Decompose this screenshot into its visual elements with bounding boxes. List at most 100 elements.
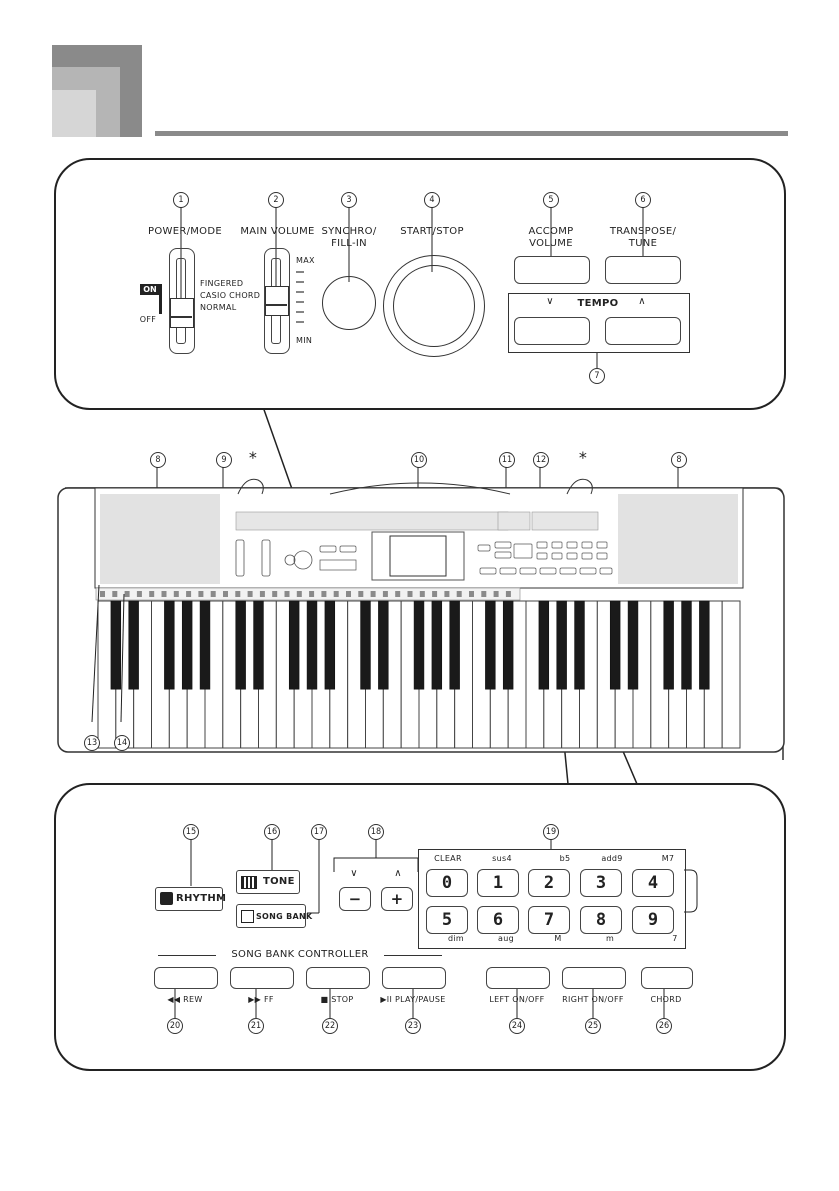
song-bank-button[interactable]: SONG BANK — [236, 904, 312, 928]
minus-button[interactable]: − — [339, 887, 371, 911]
black-key[interactable] — [288, 600, 300, 690]
black-key[interactable] — [306, 600, 318, 690]
chord-label-b5: b5 — [559, 854, 571, 863]
black-key[interactable] — [110, 600, 122, 690]
chord-label-dim: dim — [448, 934, 464, 943]
strip-icon — [469, 591, 474, 597]
black-key[interactable] — [485, 600, 496, 690]
rew-button[interactable] — [154, 967, 218, 989]
num-key-8[interactable]: 8 — [580, 906, 622, 934]
power-slider-track — [169, 248, 195, 354]
num-key-3[interactable]: 3 — [580, 869, 622, 897]
stop-button[interactable] — [306, 967, 370, 989]
power-slider-knob[interactable] — [170, 298, 194, 328]
black-key[interactable] — [699, 600, 710, 690]
callout-3: 3 — [341, 192, 357, 208]
strip-icon — [407, 591, 413, 597]
tempo-up-button[interactable] — [605, 317, 681, 345]
white-key[interactable] — [721, 600, 741, 749]
callout-8-left: 8 — [150, 452, 166, 468]
chord-button[interactable] — [641, 967, 693, 989]
strip-icon — [296, 591, 302, 597]
controller-rule-right — [384, 955, 442, 956]
accomp-volume-button[interactable] — [514, 256, 590, 284]
asterisk-right: * — [578, 448, 588, 467]
strip-icon — [370, 591, 376, 597]
synchro-button[interactable] — [322, 276, 376, 330]
minus-down-arrow: ∨ — [350, 868, 358, 879]
black-key[interactable] — [538, 600, 550, 690]
rhythm-button[interactable]: RHYTHM — [155, 887, 226, 911]
black-key[interactable] — [164, 600, 175, 690]
callout-4: 4 — [424, 192, 440, 208]
strip-icon — [247, 591, 253, 597]
tempo-up-arrow: ∧ — [638, 296, 646, 307]
tempo-down-button[interactable] — [514, 317, 590, 345]
mode-casio-chord: CASIO CHORD — [200, 291, 261, 300]
tone-button[interactable]: TONE — [236, 870, 300, 894]
num-key-5[interactable]: 5 — [426, 906, 468, 934]
black-key[interactable] — [181, 600, 193, 690]
left-on-off-button[interactable] — [486, 967, 550, 989]
num-key-1[interactable]: 1 — [477, 869, 519, 897]
tone-icon — [241, 876, 257, 889]
plus-label: + — [390, 890, 404, 908]
black-key[interactable] — [609, 600, 621, 690]
black-key[interactable] — [502, 600, 514, 690]
black-key[interactable] — [378, 600, 389, 690]
chord-label-major: M — [554, 934, 562, 943]
power-mode-label: POWER/MODE — [148, 226, 222, 237]
num-key-0[interactable]: 0 — [426, 869, 468, 897]
asterisk-left: * — [248, 448, 258, 467]
ff-button[interactable] — [230, 967, 294, 989]
black-key[interactable] — [627, 600, 639, 690]
black-key[interactable] — [556, 600, 567, 690]
black-key[interactable] — [431, 600, 443, 690]
strip-icon — [161, 591, 167, 597]
strip-icon — [505, 591, 511, 597]
black-key[interactable] — [199, 600, 211, 690]
start-stop-label: START/STOP — [400, 226, 464, 237]
chord-label-aug: aug — [498, 934, 514, 943]
black-key[interactable] — [663, 600, 674, 690]
right-on-off-button[interactable] — [562, 967, 626, 989]
num-key-4[interactable]: 4 — [632, 869, 674, 897]
black-key[interactable] — [449, 600, 460, 690]
strip-icon — [100, 591, 105, 597]
tone-label: TONE — [263, 876, 295, 887]
chord-label-m7: M7 — [661, 854, 675, 863]
strip-icon — [346, 591, 351, 597]
strip-icon — [432, 591, 438, 597]
num-key-2[interactable]: 2 — [528, 869, 570, 897]
black-key[interactable] — [253, 600, 264, 690]
black-key[interactable] — [360, 600, 371, 690]
num-key-9[interactable]: 9 — [632, 906, 674, 934]
black-key[interactable] — [128, 600, 139, 690]
transpose-label-1: TRANSPOSE/ — [609, 226, 677, 237]
black-key[interactable] — [574, 600, 585, 690]
black-key[interactable] — [324, 600, 336, 690]
callout-14: 14 — [114, 735, 130, 751]
start-stop-button[interactable] — [393, 265, 475, 347]
chord-label-clear: CLEAR — [434, 854, 462, 863]
transpose-tune-button[interactable] — [605, 256, 681, 284]
chord-label-7: 7 — [672, 934, 678, 943]
strip-icon — [309, 591, 315, 597]
num-key-7[interactable]: 7 — [528, 906, 570, 934]
volume-min: MIN — [296, 336, 313, 345]
callout-8-right: 8 — [671, 452, 687, 468]
black-key[interactable] — [681, 600, 692, 690]
play-pause-button[interactable] — [382, 967, 446, 989]
strip-icon — [186, 591, 192, 597]
left-on-off-label: LEFT ON/OFF — [489, 995, 545, 1004]
volume-slider-knob[interactable] — [265, 286, 289, 316]
plus-button[interactable]: + — [381, 887, 413, 911]
black-key[interactable] — [413, 600, 425, 690]
chord-label-add9: add9 — [601, 854, 623, 863]
accomp-label-1: ACCOMP — [528, 226, 574, 237]
volume-slider-knob-mark — [265, 304, 287, 306]
num-key-6[interactable]: 6 — [477, 906, 519, 934]
song-bank-controller-label: SONG BANK CONTROLLER — [231, 949, 369, 960]
black-key[interactable] — [235, 600, 246, 690]
